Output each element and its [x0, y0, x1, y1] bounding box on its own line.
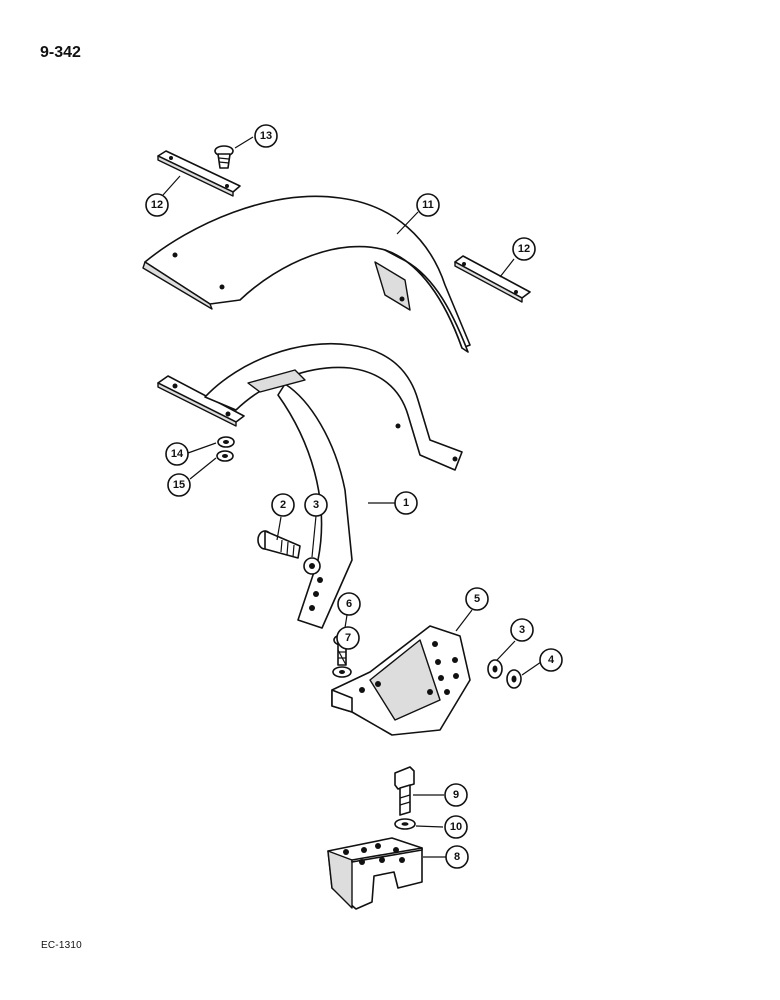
callout-3-right: 3	[510, 618, 534, 642]
callout-1: 1	[394, 491, 418, 515]
nut-4	[506, 669, 522, 689]
callout-label: 8	[454, 851, 460, 863]
support-bracket-5	[331, 625, 471, 736]
screw-13	[214, 145, 234, 169]
callout-9: 9	[444, 783, 468, 807]
callout-12-top: 12	[145, 193, 169, 217]
callout-label: 4	[548, 654, 555, 666]
callout-3-left: 3	[304, 493, 328, 517]
callout-4: 4	[539, 648, 563, 672]
callout-12-right: 12	[512, 237, 536, 261]
leader-10	[415, 825, 444, 828]
callout-label: 3	[519, 624, 525, 636]
callout-2: 2	[271, 493, 295, 517]
washer-14	[217, 436, 235, 448]
leader-2	[276, 516, 282, 541]
strap-plate-12-right	[454, 255, 531, 303]
washer-3-left	[303, 557, 321, 575]
leader-4	[521, 661, 542, 676]
drawing-code: EC-1310	[41, 940, 82, 951]
washer-10	[394, 818, 416, 830]
strap-plate-12-top	[157, 150, 241, 197]
callout-label: 6	[346, 598, 352, 610]
fender-11	[142, 195, 471, 353]
callout-label: 14	[171, 448, 184, 460]
callout-11: 11	[416, 193, 440, 217]
callout-label: 12	[518, 243, 530, 255]
washer-3-right	[487, 659, 503, 679]
nut-15	[216, 450, 234, 462]
leader-3-left	[311, 515, 317, 558]
callout-label: 2	[280, 499, 286, 511]
callout-8: 8	[445, 845, 469, 869]
callout-label: 10	[450, 821, 462, 833]
leader-12-right	[499, 258, 515, 278]
callout-13: 13	[254, 124, 278, 148]
callout-label: 9	[453, 789, 459, 801]
leader-11	[396, 211, 419, 235]
bolt-9	[394, 766, 415, 816]
callout-label: 13	[260, 130, 272, 142]
leader-3-right	[496, 640, 516, 661]
leader-14	[187, 442, 217, 454]
leader-lines	[162, 136, 542, 858]
fender-bracket-1	[157, 342, 463, 629]
callout-label: 12	[151, 199, 163, 211]
callout-label: 7	[345, 632, 351, 644]
callout-label: 5	[474, 593, 480, 605]
callout-label: 11	[422, 199, 434, 211]
callout-label: 3	[313, 499, 319, 511]
leader-5	[455, 609, 473, 632]
page-number: 9-342	[40, 44, 81, 61]
leader-15	[189, 457, 217, 480]
washer-7	[332, 666, 352, 678]
leader-12-top	[162, 175, 181, 196]
callout-15: 15	[167, 473, 191, 497]
callout-14: 14	[165, 442, 189, 466]
bolt-2	[257, 530, 301, 559]
leader-7	[337, 649, 347, 666]
callout-label: 1	[403, 497, 409, 509]
callout-label: 15	[173, 479, 185, 491]
callout-10: 10	[444, 815, 468, 839]
callout-6: 6	[337, 592, 361, 616]
mounting-block-8	[327, 837, 423, 910]
leader-13	[234, 136, 254, 149]
callout-7: 7	[336, 626, 360, 650]
callout-5: 5	[465, 587, 489, 611]
